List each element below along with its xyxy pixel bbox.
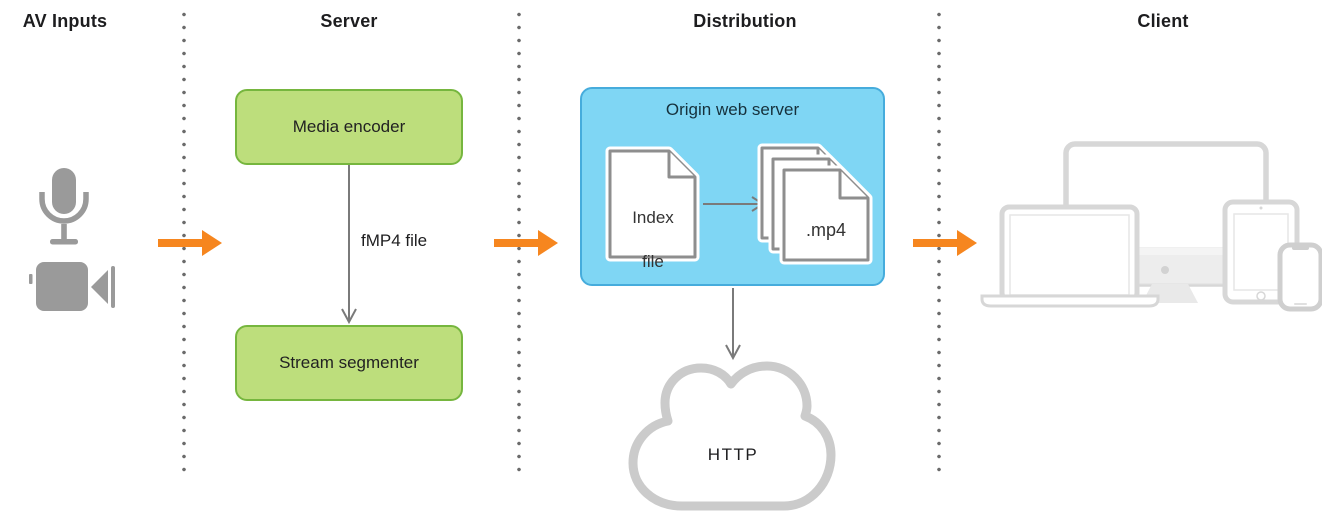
orange-arrow-icon [158,230,222,256]
index-to-segments-arrow [703,196,765,212]
mp4-label: .mp4 [805,220,847,240]
media-encoder-node: Media encoder [235,89,463,165]
document-stack-icon [757,143,873,265]
stream-segmenter-label: Stream segmenter [279,353,419,372]
http-label: HTTP [707,445,759,464]
stream-segmenter-node: Stream segmenter [235,325,463,401]
fmp4-file-label: fMP4 file [361,231,428,250]
section-header-av-inputs: AV Inputs [22,11,108,31]
document-icon [605,146,700,262]
encoder-to-segmenter-arrow [341,165,357,325]
section-header-server: Server [320,11,378,31]
microphone-icon [39,168,89,245]
media-encoder-label: Media encoder [292,117,406,136]
section-header-distribution: Distribution [693,11,797,31]
client-devices [980,141,1322,312]
orange-arrow-icon [494,230,558,256]
section-header-client: Client [1137,11,1189,31]
laptop-icon [980,204,1160,308]
imac-icon [1138,247,1226,303]
video-camera-icon [29,262,115,311]
iphone-icon [1277,242,1322,312]
orange-arrow-icon [913,230,977,256]
index-file-label: Index file [632,208,674,271]
origin-to-http-arrow [725,288,741,361]
origin-web-server-label: Origin web server [665,100,800,119]
cloud-icon [628,361,836,511]
